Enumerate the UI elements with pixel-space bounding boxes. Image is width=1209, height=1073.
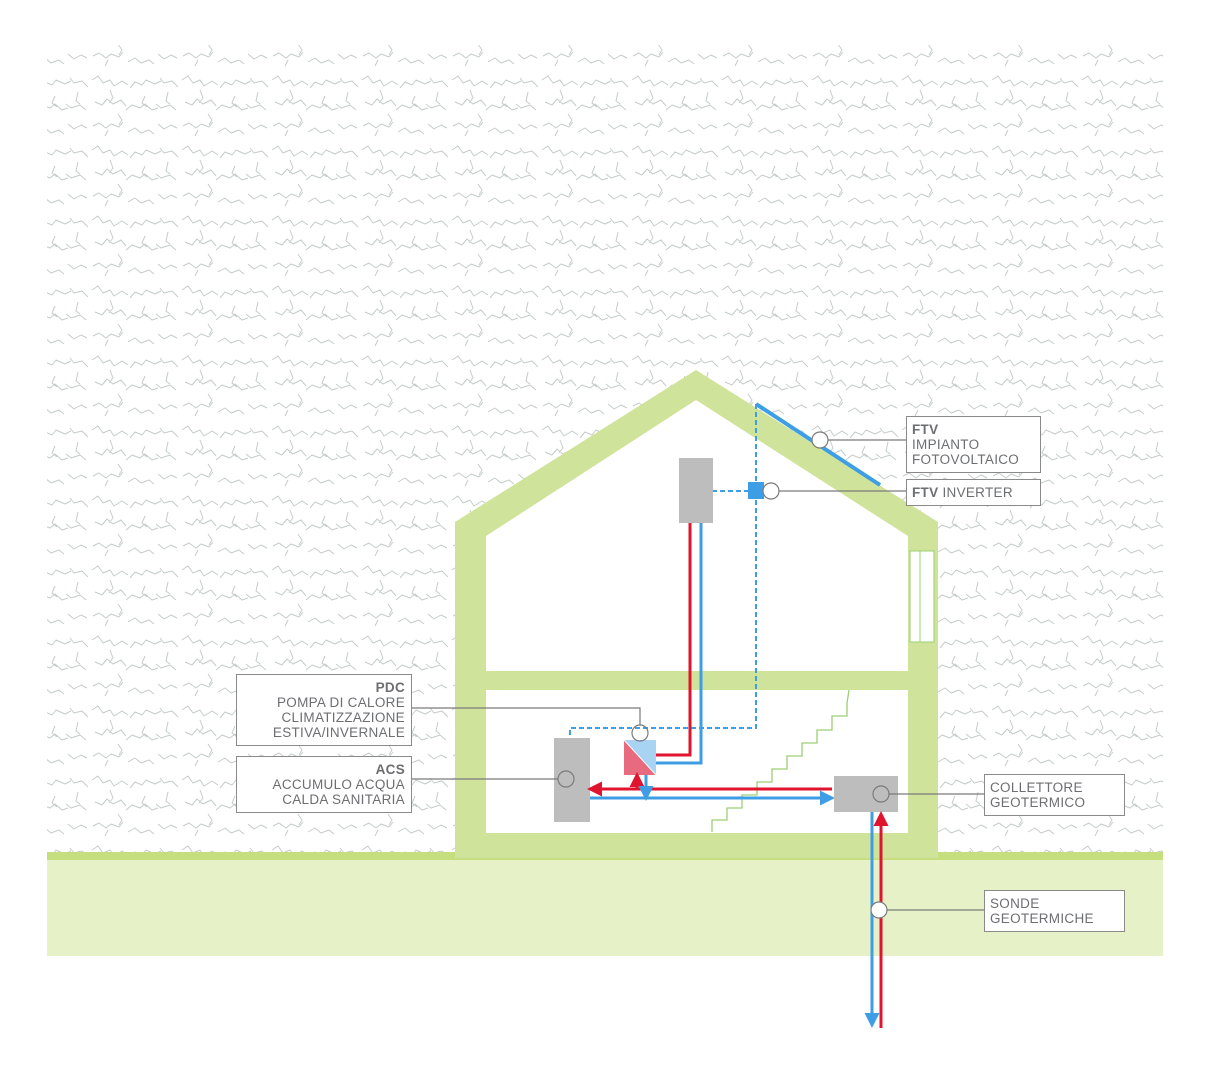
label-collettore: COLLETTORE GEOTERMICO <box>984 774 1125 816</box>
acs-tank <box>554 738 590 822</box>
label-line: ESTIVA/INVERNALE <box>272 725 405 740</box>
inverter-icon <box>748 482 764 499</box>
label-line: SONDE <box>990 896 1040 911</box>
label-ftv-impianto: FTV IMPIANTO FOTOVOLTAICO <box>906 416 1041 473</box>
heat-pump-icon <box>623 739 657 776</box>
label-title: PDC <box>375 680 405 695</box>
ground <box>47 856 1163 956</box>
electric-line <box>569 404 757 737</box>
hot-pipe-upper <box>656 523 692 757</box>
fan-coil-unit <box>679 458 713 523</box>
cold-pipe-upper <box>656 523 703 765</box>
label-sonde: SONDE GEOTERMICHE <box>984 890 1125 932</box>
label-line: POMPA DI CALORE <box>276 695 405 710</box>
window <box>909 550 935 643</box>
staircase <box>711 689 850 832</box>
label-title: FTV <box>912 422 939 437</box>
label-line: GEOTERMICHE <box>990 911 1094 926</box>
label-pdc: PDC POMPA DI CALORE CLIMATIZZAZIONE ESTI… <box>236 674 412 746</box>
label-line: FOTOVOLTAICO <box>912 452 1020 467</box>
label-line: COLLETTORE <box>990 780 1083 795</box>
label-text: INVERTER <box>942 485 1013 500</box>
label-line: GEOTERMICO <box>990 795 1086 810</box>
label-line: CLIMATIZZAZIONE <box>281 710 405 725</box>
label-title: FTV <box>912 485 939 500</box>
label-line: IMPIANTO <box>912 437 980 452</box>
geothermal-collector <box>834 776 898 812</box>
label-ftv-inverter: FTV INVERTER <box>906 479 1041 506</box>
label-line: CALDA SANITARIA <box>282 792 405 807</box>
label-title: ACS <box>375 762 405 777</box>
label-line: ACCUMULO ACQUA <box>272 777 405 792</box>
label-acs: ACS ACCUMULO ACQUA CALDA SANITARIA <box>236 756 412 813</box>
upper-room <box>486 400 908 671</box>
